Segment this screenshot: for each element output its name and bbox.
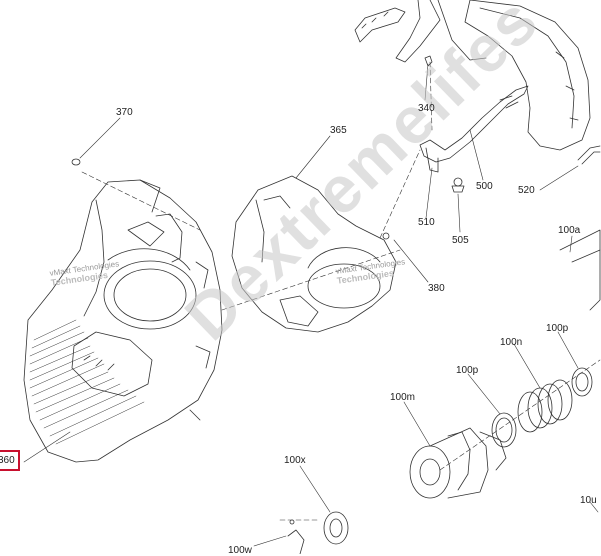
callout-510[interactable]: 510 bbox=[418, 217, 435, 228]
cable-bracket-part bbox=[419, 85, 529, 193]
callout-505[interactable]: 505 bbox=[452, 235, 469, 246]
center-lines bbox=[81, 61, 601, 521]
fastener-380-part bbox=[382, 232, 390, 240]
fastener-370-part bbox=[71, 158, 81, 166]
housing-360-grille bbox=[29, 319, 145, 445]
callout-100p-upper[interactable]: 100p bbox=[546, 323, 569, 334]
callout-370[interactable]: 370 bbox=[116, 107, 133, 118]
pulley-100m-part bbox=[409, 427, 507, 499]
washer-100x-part bbox=[323, 511, 349, 545]
callout-100p-lower[interactable]: 100p bbox=[456, 365, 479, 376]
callout-100w[interactable]: 100w bbox=[228, 545, 252, 556]
washer-100p-lower-part bbox=[491, 412, 517, 448]
callout-340[interactable]: 340 bbox=[418, 103, 435, 114]
callout-100x[interactable]: 100x bbox=[284, 455, 306, 466]
callout-500[interactable]: 500 bbox=[476, 181, 493, 192]
callout-380[interactable]: 380 bbox=[428, 283, 445, 294]
upper-shroud-part bbox=[395, 0, 591, 151]
leader-lines bbox=[23, 63, 599, 547]
callout-10u[interactable]: 10u bbox=[580, 495, 597, 506]
callout-100a[interactable]: 100a bbox=[558, 225, 581, 236]
part-100a bbox=[559, 229, 601, 311]
spring-100n-part bbox=[517, 379, 573, 433]
callout-100n[interactable]: 100n bbox=[500, 337, 523, 348]
top-bracket-part bbox=[354, 7, 406, 43]
callout-520[interactable]: 520 bbox=[518, 185, 535, 196]
callout-360-selected[interactable]: 360 bbox=[0, 450, 20, 471]
part-100w bbox=[287, 519, 305, 554]
housing-360-part bbox=[23, 179, 223, 463]
washer-100p-upper-part bbox=[571, 367, 593, 397]
cover-365-part bbox=[231, 175, 397, 333]
screw-340-part bbox=[424, 55, 433, 67]
callout-365[interactable]: 365 bbox=[330, 125, 347, 136]
clip-520-part bbox=[577, 145, 601, 165]
callout-100m[interactable]: 100m bbox=[390, 392, 416, 403]
